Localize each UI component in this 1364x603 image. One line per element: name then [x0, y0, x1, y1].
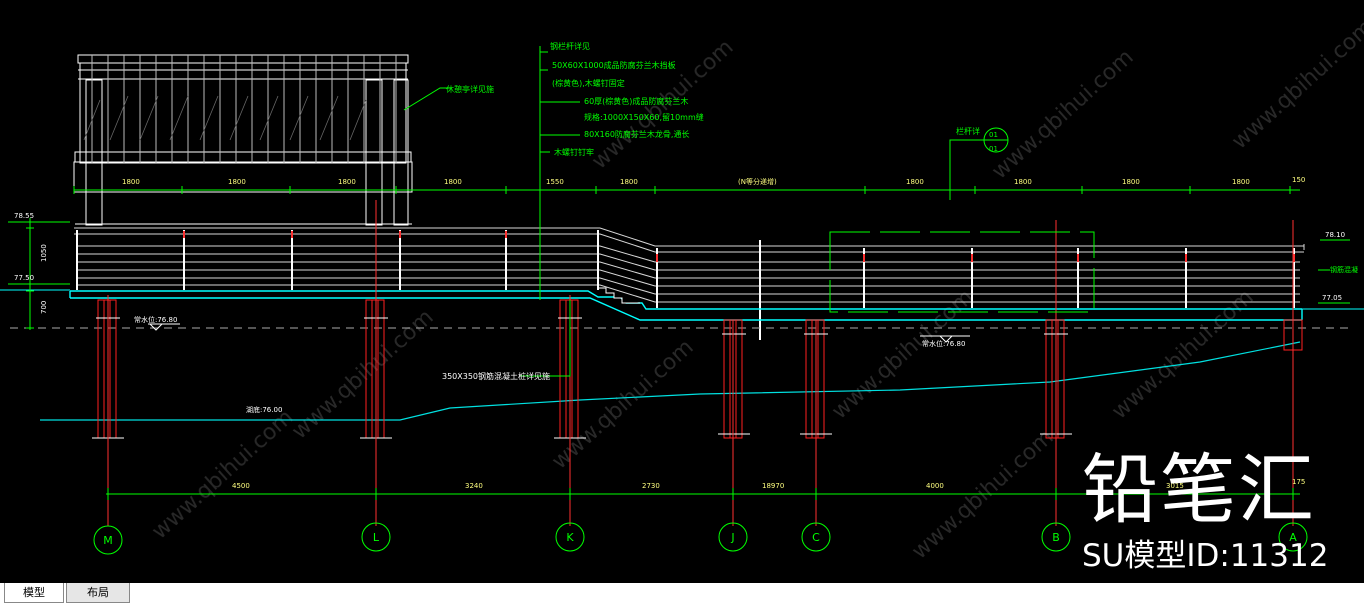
note-line5: 80X160防腐芬兰木龙骨,通长	[584, 129, 689, 139]
top-dim-6: (N等分递增)	[738, 177, 777, 186]
watermark-diag-8: www.qbihui.com	[147, 405, 298, 545]
bottom-dim-4: 4000	[926, 482, 944, 490]
top-dim-8: 1800	[1014, 178, 1032, 186]
railing	[74, 227, 1305, 303]
axis-label-B: B	[1052, 531, 1060, 544]
railing-post-caps	[183, 231, 1295, 262]
elev-right-top: 78.10	[1325, 231, 1345, 239]
axis-label-C: C	[812, 531, 820, 544]
watermark-diag-7: www.qbihui.com	[1227, 15, 1364, 155]
bottom-dim-3: 18970	[762, 482, 784, 490]
note-line6: 木螺钉钉牢	[554, 147, 594, 157]
pergola-glass-hatch	[83, 95, 367, 141]
note-line3: 60厚(棕黄色)成品防腐芬兰木	[584, 96, 688, 106]
bottom-dimension-texts: 4500 3240 2730 18970 4000 3015 175	[232, 478, 1305, 490]
model-id-watermark: SU模型ID:11312	[1082, 538, 1329, 574]
axis-label-L: L	[373, 531, 380, 544]
axis-label-A: A	[1289, 531, 1297, 544]
axis-label-J: J	[730, 531, 734, 544]
left-side-texts: 78.55 77.50 1050 700	[14, 212, 48, 314]
watermark-diag-9: www.qbihui.com	[907, 425, 1058, 565]
top-dim-11: 150	[1292, 176, 1305, 184]
annotation-leaders	[403, 46, 1095, 377]
note-lake-bottom: 湖底:76.00	[246, 405, 282, 414]
pergola-slats	[91, 55, 397, 163]
bottom-dim-1: 3240	[465, 482, 483, 490]
top-dim-1: 1800	[228, 178, 246, 186]
elev-left-top: 78.55	[14, 212, 34, 220]
right-side-texts: 78.10 77.05 钢筋混凝	[1322, 231, 1358, 302]
brand-watermark: 铅笔汇	[1082, 445, 1316, 534]
axis-label-M: M	[103, 534, 113, 547]
top-dimension-texts: 1800 1800 1800 1800 1550 1800 (N等分递增) 18…	[122, 176, 1305, 186]
note-line4: 规格:1000X150X60,留10mm缝	[584, 112, 704, 122]
right-side-marks	[1318, 239, 1350, 304]
note-fence: 钢栏杆详见	[550, 41, 590, 51]
detail-top: 01	[989, 131, 998, 139]
tab-model[interactable]: 模型	[4, 583, 64, 603]
pergola	[73, 54, 413, 226]
top-dim-7: 1800	[906, 178, 924, 186]
elev-left-mid: 77.50	[14, 274, 34, 282]
note-water-right: 常水位:76.80	[922, 339, 965, 348]
top-dim-9: 1800	[1122, 178, 1140, 186]
left-side-dims	[8, 218, 70, 330]
axis-bubbles	[93, 522, 1308, 555]
axis-label-K: K	[566, 531, 574, 544]
top-dim-10: 1800	[1232, 178, 1250, 186]
detail-bottom: 01	[989, 145, 998, 153]
lake-bottom-line	[40, 341, 1301, 421]
bottom-dim-0: 4500	[232, 482, 250, 490]
note-water-left: 常水位:76.80	[134, 315, 177, 324]
bottom-dimension-line	[106, 488, 1300, 500]
dim-left-1050: 1050	[40, 244, 48, 262]
bottom-dim-2: 2730	[642, 482, 660, 490]
dim-left-700: 700	[40, 301, 48, 314]
elev-right-mid: 77.05	[1322, 294, 1342, 302]
end-note: 钢筋混凝	[1330, 265, 1358, 274]
annotation-texts: 钢栏杆详见 50X60X1000成品防腐芬兰木挡板 (棕黄色),木螺钉固定 60…	[134, 41, 998, 414]
top-dim-3: 1800	[444, 178, 462, 186]
top-dim-4: 1550	[546, 178, 564, 186]
watermark-diag-1: www.qbihui.com	[287, 305, 438, 445]
top-dim-5: 1800	[620, 178, 638, 186]
deck	[69, 290, 1303, 321]
note-pergola: 休憩亭详见施	[446, 84, 494, 94]
layout-tab-bar: 模型 布局	[0, 583, 1364, 603]
watermark-diag-6: www.qbihui.com	[987, 45, 1138, 185]
stair-lines	[598, 287, 640, 304]
top-dim-2: 1800	[338, 178, 356, 186]
cad-drawing: www.qbihui.com www.qbihui.com www.qbihui…	[0, 15, 1364, 565]
note-railing-detail: 栏杆详	[956, 126, 980, 136]
note-line2: (棕黄色),木螺钉固定	[552, 78, 625, 88]
top-dimension-line	[73, 186, 1300, 194]
note-pile: 350X350钢筋混凝土桩详见施	[442, 371, 550, 381]
watermark-diag-3: www.qbihui.com	[827, 285, 978, 425]
water-level-symbols	[148, 323, 970, 343]
tab-layout[interactable]: 布局	[66, 583, 130, 603]
bottom-dim-5: 3015	[1166, 482, 1184, 490]
axis-bubble-labels: M L K J C B A	[103, 531, 1297, 547]
top-dim-0: 1800	[122, 178, 140, 186]
note-line1: 50X60X1000成品防腐芬兰木挡板	[552, 60, 676, 70]
bottom-dim-6: 175	[1292, 478, 1305, 486]
